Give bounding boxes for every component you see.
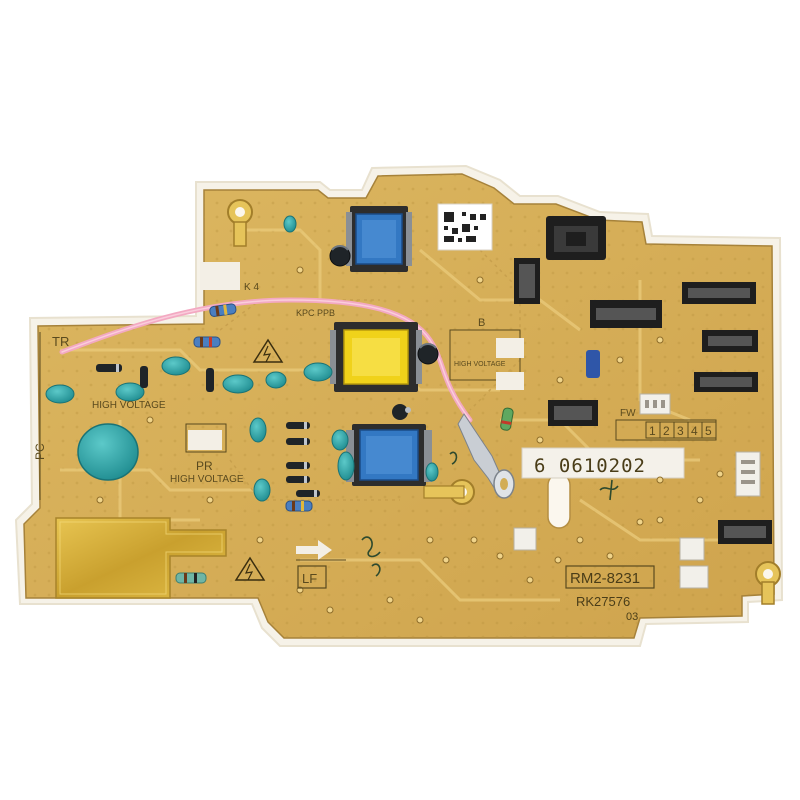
disc-capacitor-large (77, 423, 139, 481)
connector-number-3: 3 (677, 424, 684, 438)
ring-terminal (457, 413, 515, 499)
label-k4: K 4 (244, 282, 259, 293)
vias (96, 266, 724, 624)
white-pad-c (188, 430, 222, 450)
part-number: RM2-8231 (570, 570, 640, 587)
direction-arrow (296, 540, 332, 560)
connector-number-1: 1 (649, 424, 656, 438)
black-connectors (514, 216, 772, 544)
label-fw: FW (620, 408, 636, 419)
serial-sticker-bg (521, 447, 685, 479)
handwritten-marks (361, 451, 619, 577)
electrolytic-capacitors (329, 245, 439, 420)
board-slot (547, 473, 571, 529)
label-pr: PR (196, 459, 213, 473)
mounting-tab-top-left (227, 199, 253, 247)
connector-number-5: 5 (705, 424, 712, 438)
connector-number-row: 1 2 3 4 5 (645, 421, 717, 439)
label-pc: PC (33, 443, 47, 460)
mounting-tab-center (423, 479, 475, 505)
part-number-box: RM2-8231 (565, 565, 655, 589)
resistors (175, 303, 514, 584)
qr-code-sticker (437, 203, 493, 251)
mounting-tab-bottom-right (755, 561, 781, 605)
white-pad-b (496, 372, 524, 390)
hv-warning-triangle-2 (234, 556, 266, 581)
lf-box: LF (297, 565, 327, 589)
transformer-yellow (330, 322, 422, 392)
white-connectors (513, 393, 761, 589)
label-lf: LF (302, 571, 317, 586)
gold-copper-pad (55, 517, 227, 599)
transformer-blue-top (346, 206, 412, 272)
label-high-voltage-2: HIGH VOLTAGE (170, 474, 244, 485)
label-b: B (478, 317, 485, 329)
connector-number-2: 2 (663, 424, 670, 438)
label-high-voltage-1: HIGH VOLTAGE (92, 400, 166, 411)
transformer-blue-bottom (346, 424, 432, 486)
white-pad-a (496, 338, 524, 358)
label-tr: TR (52, 334, 69, 349)
serial-number: 6 0610202 (534, 455, 646, 477)
revision-sub: 03 (626, 611, 638, 623)
connector-number-4: 4 (691, 424, 698, 438)
label-high-voltage-3: HIGH VOLTAGE (454, 361, 506, 368)
label-kpc-ppb: KPC PPB (296, 308, 335, 318)
revision-code: RK27576 (576, 594, 630, 609)
teal-capacitors (45, 215, 439, 502)
hv-warning-triangle-1 (252, 338, 284, 363)
white-label-top-left (200, 262, 240, 290)
